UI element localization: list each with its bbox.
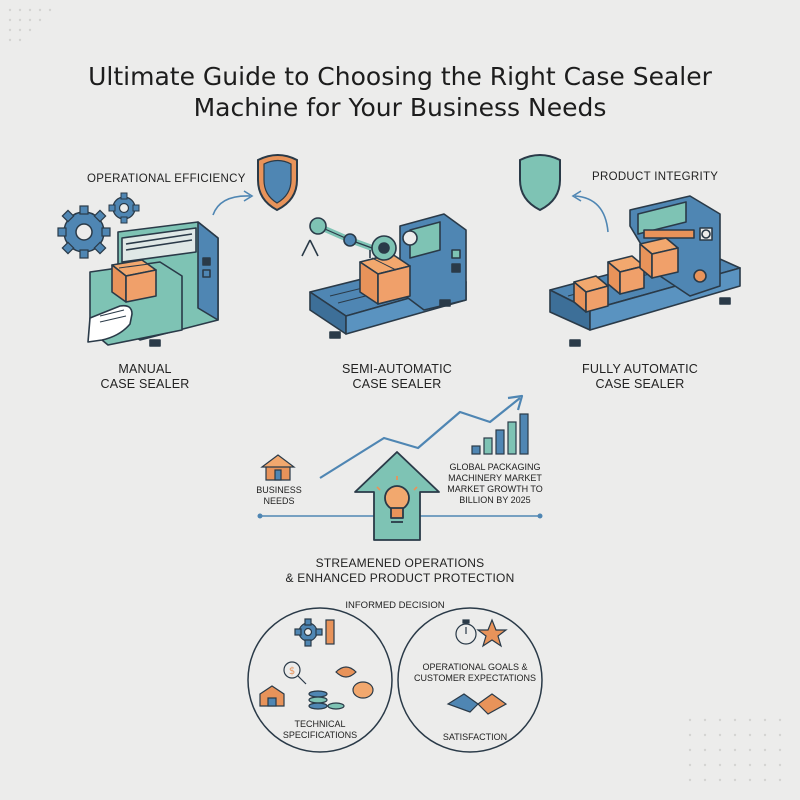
page-title-line-1: Ultimate Guide to Choosing the Right Cas… — [88, 62, 712, 91]
shield-icon-teal — [519, 154, 561, 212]
operational-goals-label: OPERATIONAL GOALS &CUSTOMER EXPECTATIONS — [413, 662, 536, 683]
informed-decision-heading: INFORMED DECISION — [345, 600, 445, 611]
satisfaction-label: SATISFACTION — [442, 732, 508, 742]
shield-icon-orange — [257, 154, 298, 212]
outcome-label: STREAMENED OPERATIONS& ENHANCED PRODUCT … — [285, 556, 515, 585]
gear-icon-decision — [294, 618, 323, 647]
semi-automatic-case-sealer-illustration — [301, 213, 467, 339]
stopwatch-icon — [455, 619, 477, 645]
fully-automatic-case-sealer-illustration — [549, 195, 741, 347]
bar-chart-icon — [471, 413, 529, 455]
lightbulb-arrow-icon — [354, 451, 440, 541]
decision-loop — [247, 607, 543, 753]
handshake-icon — [446, 693, 508, 715]
star-icon — [476, 618, 508, 648]
svg-text:$: $ — [289, 666, 295, 677]
badge-operational-efficiency: OPERATIONAL EFFICIENCY — [87, 173, 246, 185]
house-icon — [260, 454, 296, 481]
right-circle-icons — [446, 618, 508, 715]
gear-icon-large — [57, 205, 111, 259]
trend-line-arrow — [319, 394, 524, 479]
gear-icon-small — [108, 192, 140, 224]
dot-pattern-bottom-right — [688, 718, 782, 782]
badge-product-integrity: PRODUCT INTEGRITY — [592, 171, 719, 183]
arrow-icon-left-curve — [212, 190, 254, 216]
dot-pattern-top-left — [8, 8, 52, 42]
page-title-line-2: Machine for Your Business Needs — [193, 93, 607, 122]
manual-case-sealer-illustration — [87, 221, 219, 347]
arrow-icon-right-curve — [571, 190, 609, 233]
left-circle-icons: $ — [259, 618, 374, 710]
